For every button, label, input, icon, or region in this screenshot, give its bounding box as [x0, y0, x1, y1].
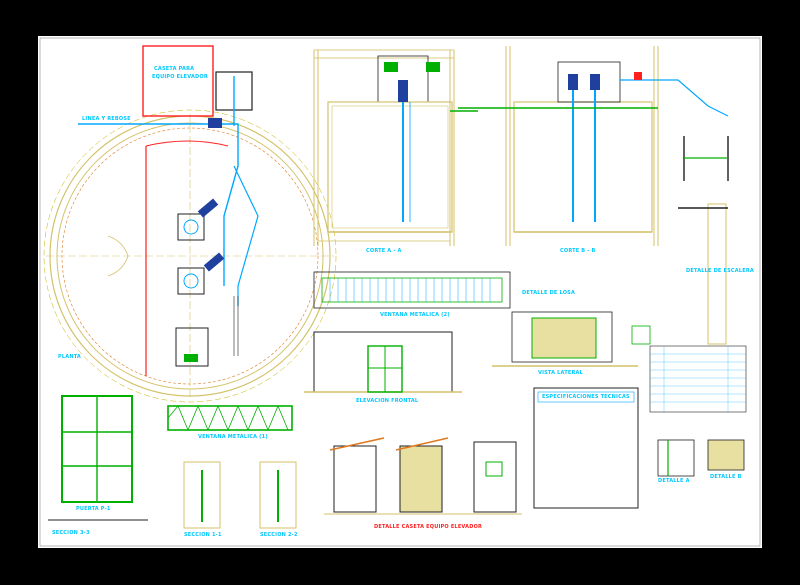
sections-detail	[183, 461, 297, 529]
plan-view	[43, 45, 337, 403]
section-3-title: SECCION 3-3	[52, 530, 90, 536]
side-view	[492, 311, 651, 367]
slab-title: DETALLE DE LOSA	[522, 290, 576, 296]
window-2-elevation	[313, 271, 511, 309]
caseta-details	[324, 437, 522, 515]
drawing-sheet: CASETA PARA EQUIPO ELEVADOR LINEA Y REBO…	[38, 36, 762, 548]
casetas-title: DETALLE CASETA EQUIPO ELEVADOR	[374, 524, 483, 530]
window-1-elevation	[167, 404, 293, 432]
caseta-label-2: EQUIPO ELEVADOR	[152, 74, 208, 80]
caseta-label: CASETA PARA	[154, 66, 195, 72]
door-p1	[48, 395, 148, 521]
section-2-title: SECCION 2-2	[260, 532, 298, 538]
door-title: PUERTA P-1	[76, 506, 111, 512]
section-b-title: CORTE B - B	[560, 248, 596, 254]
window-1-title: VENTANA METALICA (1)	[198, 434, 268, 440]
elevation-title: ELEVACION FRONTAL	[356, 398, 419, 404]
detail-b-title: DETALLE B	[710, 474, 742, 480]
section-1-title: SECCION 1-1	[184, 532, 222, 538]
ladder-title: DETALLE DE ESCALERA	[686, 268, 754, 274]
legend-table	[649, 345, 747, 413]
spec-box	[533, 387, 639, 509]
plan-title: PLANTA	[58, 354, 81, 360]
section-a-title: CORTE A - A	[366, 248, 402, 254]
cad-drawing	[39, 37, 761, 547]
section-b-b	[458, 46, 729, 246]
front-elevation	[304, 331, 462, 393]
section-a-a	[313, 49, 478, 246]
ladder-detail	[678, 136, 729, 345]
window-2-title: VENTANA METALICA (2)	[380, 312, 450, 318]
detail-a-title: DETALLE A	[658, 478, 690, 484]
linea-label: LINEA Y REBOSE	[82, 116, 131, 122]
details-a-b	[657, 439, 745, 477]
spec-title: ESPECIFICACIONES TECNICAS	[542, 394, 630, 400]
side-view-title: VISTA LATERAL	[538, 370, 583, 376]
